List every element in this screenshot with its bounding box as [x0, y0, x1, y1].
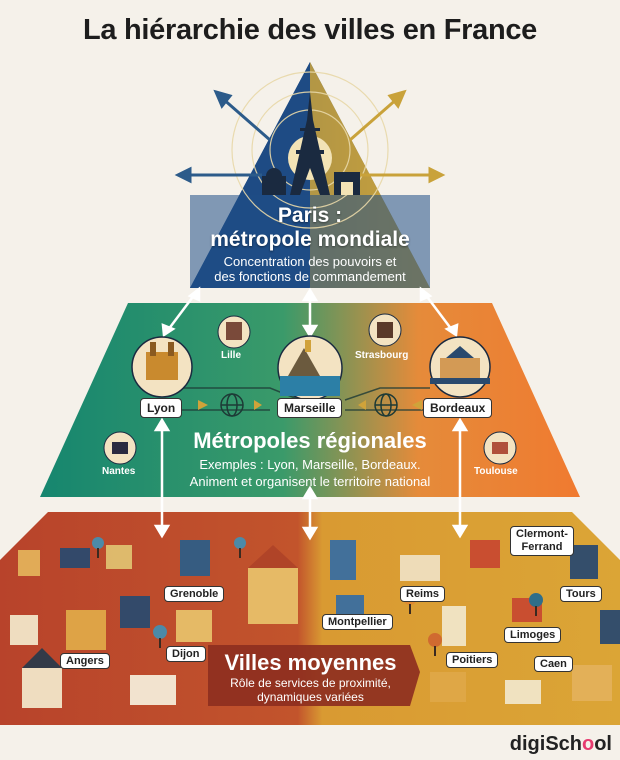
city-label-bordeaux: Bordeaux: [423, 398, 493, 418]
arc-de-triomphe-icon: [334, 172, 360, 195]
eiffel-tower-icon: [288, 92, 332, 195]
regional-desc-line1: Exemples : Lyon, Marseille, Bordeaux.: [199, 457, 421, 472]
city-label-dijon: Dijon: [166, 646, 206, 662]
lyon-medallion-icon: [131, 336, 193, 398]
medium-title: Villes moyennes: [224, 650, 397, 675]
strasbourg-medallion-icon: [368, 313, 402, 347]
page-title: La hiérarchie des villes en France: [82, 14, 538, 46]
medium-banner: [208, 645, 420, 706]
logo-text-b: o: [582, 733, 595, 755]
city-label-poitiers: Poitiers: [446, 652, 499, 668]
logo-text-c: ol: [594, 733, 612, 755]
toulouse-medallion-icon: [483, 431, 517, 465]
city-label-lille: Lille: [221, 350, 242, 361]
city-label-grenoble: Grenoble: [164, 586, 225, 602]
digischool-logo: digiSchool: [510, 733, 612, 756]
city-label-angers: Angers: [60, 653, 110, 669]
globe-icon: [220, 393, 398, 417]
outward-arrows: [174, 89, 271, 184]
regional-title: Métropoles régionales: [193, 428, 427, 453]
logo-text-a: digiSch: [509, 733, 582, 755]
city-label-lyon: Lyon: [140, 398, 183, 418]
medium-desc-line1: Rôle de services de proximité,: [230, 676, 391, 690]
lille-medallion-icon: [217, 315, 251, 349]
regional-desc-line2: Animent et organisent le territoire nati…: [189, 474, 431, 489]
clermont-line2: Ferrand: [521, 541, 563, 553]
city-label-montpellier: Montpellier: [322, 614, 393, 630]
nantes-medallion-icon: [103, 431, 137, 465]
city-label-clermont-ferrand: Clermont- Ferrand: [510, 526, 574, 556]
connection-arrows: [153, 286, 469, 541]
medium-desc-line2: dynamiques variées: [257, 690, 364, 704]
medium-cities-buildings: [10, 540, 620, 708]
city-label-toulouse: Toulouse: [474, 466, 518, 477]
paris-title-line1: Paris :: [277, 204, 343, 227]
city-label-nantes: Nantes: [102, 466, 136, 477]
city-label-tours: Tours: [560, 586, 602, 602]
city-label-marseille: Marseille: [277, 398, 343, 418]
bordeaux-medallion-icon: [429, 336, 491, 398]
city-label-strasbourg: Strasbourg: [355, 350, 409, 361]
city-label-limoges: Limoges: [504, 627, 562, 643]
clermont-line1: Clermont-: [516, 528, 568, 540]
paris-title-line2: métropole mondiale: [210, 228, 410, 251]
paris-desc-line1: Concentration des pouvoirs et: [223, 254, 397, 269]
tier-medium: [0, 512, 620, 725]
city-label-caen: Caen: [534, 656, 573, 672]
paris-desc-line2: des fonctions de commandement: [214, 269, 406, 284]
sacre-coeur-icon: [262, 168, 286, 195]
city-label-reims: Reims: [400, 586, 446, 602]
marseille-medallion-icon: [277, 335, 343, 401]
